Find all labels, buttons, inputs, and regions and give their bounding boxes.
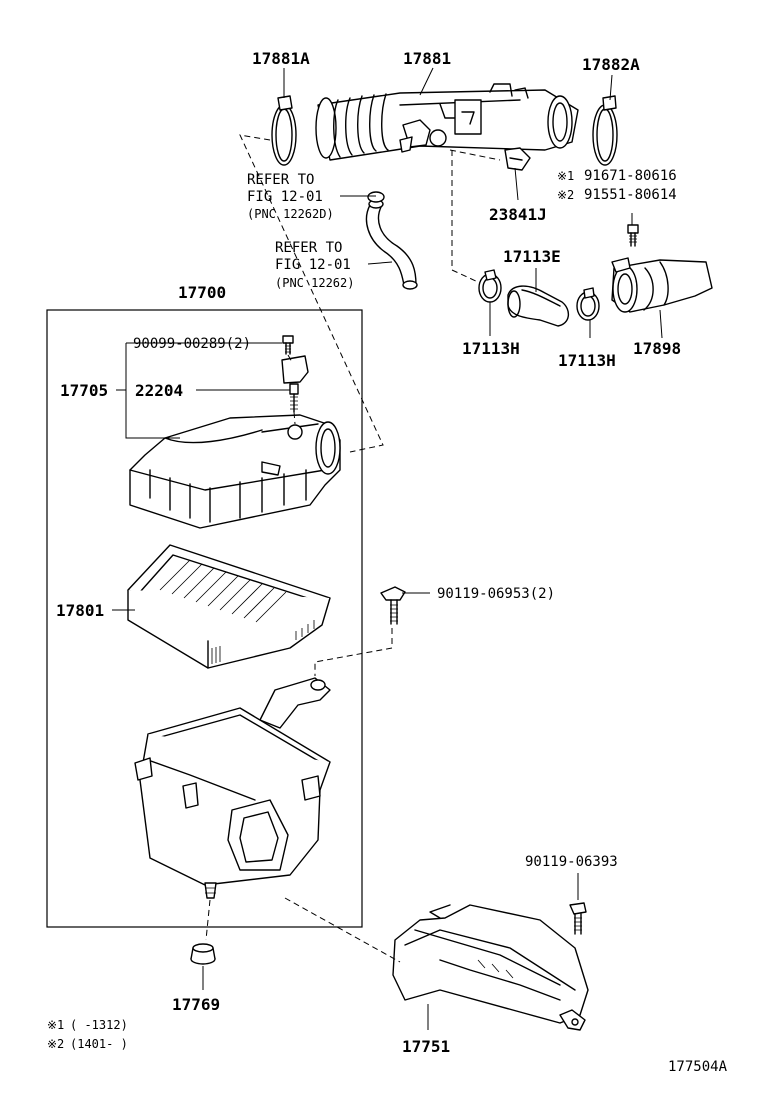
pcv-hose <box>365 191 418 290</box>
refer1-line1: REFER TO <box>247 172 314 188</box>
label-90099-00289: 90099-00289(2) <box>133 336 251 352</box>
connector-hose-to-resonator <box>451 150 479 283</box>
label-17898: 17898 <box>633 339 681 358</box>
connector-case-to-grommet <box>205 899 211 941</box>
label-17113H-left: 17113H <box>462 339 520 358</box>
air-filter-17801[interactable] <box>127 544 331 669</box>
leader-lines <box>112 67 663 1030</box>
grommet-17769[interactable] <box>190 943 216 965</box>
marker-2: ※2 <box>557 188 574 202</box>
label-22204: 22204 <box>135 381 183 400</box>
connector-screw-to-sensor <box>287 354 293 363</box>
clamp-17113H-right[interactable] <box>576 287 600 321</box>
connector-hose-to-bracket <box>449 149 501 161</box>
note2-text: (1401- ) <box>70 1037 128 1051</box>
clamp-17881A[interactable] <box>271 95 297 166</box>
refer2-line2: FIG 12-01 <box>275 257 351 273</box>
connector-case-to-duct <box>284 897 401 963</box>
bracket-23841J[interactable] <box>504 147 531 171</box>
refer1-line3: (PNC 12262D) <box>247 207 334 221</box>
intake-hose-17881[interactable] <box>315 83 579 161</box>
refer2-line1: REFER TO <box>275 240 342 256</box>
label-17705: 17705 <box>60 381 108 400</box>
connector-sensor-to-cap <box>293 411 296 425</box>
label-23841J: 23841J <box>489 205 547 224</box>
airflow-sensor-22204[interactable] <box>281 355 309 413</box>
hose-17113E[interactable] <box>507 285 569 327</box>
refer1-line2: FIG 12-01 <box>247 189 323 205</box>
bolt-90119-06393[interactable] <box>569 902 587 935</box>
label-17769: 17769 <box>172 995 220 1014</box>
assembly-17700-frame <box>46 309 363 928</box>
note1-text: ( -1312) <box>70 1018 128 1032</box>
diagram-id: 177504A <box>668 1059 728 1075</box>
intake-duct-17751[interactable] <box>392 904 589 1031</box>
label-17113H-right: 17113H <box>558 351 616 370</box>
screw-90099-00289[interactable] <box>282 335 294 355</box>
screw-91671-91551[interactable] <box>627 224 639 247</box>
label-17801: 17801 <box>56 601 104 620</box>
label-17751: 17751 <box>402 1037 450 1056</box>
label-17881: 17881 <box>403 49 451 68</box>
label-17700: 17700 <box>178 283 226 302</box>
clamp-17113H-left[interactable] <box>478 269 502 303</box>
air-cleaner-cap-17705[interactable] <box>129 414 341 529</box>
connector-clamp-to-cap <box>239 134 384 453</box>
air-cleaner-case[interactable] <box>134 677 331 899</box>
note1-mark: ※1 <box>47 1018 64 1032</box>
label-17882A: 17882A <box>582 55 640 74</box>
label-90119-06393: 90119-06393 <box>525 854 618 870</box>
label-91671-80616: 91671-80616 <box>584 168 677 184</box>
connector-bolt-to-arm <box>314 628 393 676</box>
resonator-17898[interactable] <box>611 257 713 313</box>
label-91551-80614: 91551-80614 <box>584 187 677 203</box>
marker-1: ※1 <box>557 169 574 183</box>
note2-mark: ※2 <box>47 1037 64 1051</box>
label-17881A: 17881A <box>252 49 310 68</box>
clamp-17882A[interactable] <box>592 95 618 166</box>
label-17113E: 17113E <box>503 247 561 266</box>
bolt-90119-06953[interactable] <box>380 586 406 625</box>
label-90119-06953: 90119-06953(2) <box>437 586 555 602</box>
refer2-line3: (PNC 12262) <box>275 276 354 290</box>
